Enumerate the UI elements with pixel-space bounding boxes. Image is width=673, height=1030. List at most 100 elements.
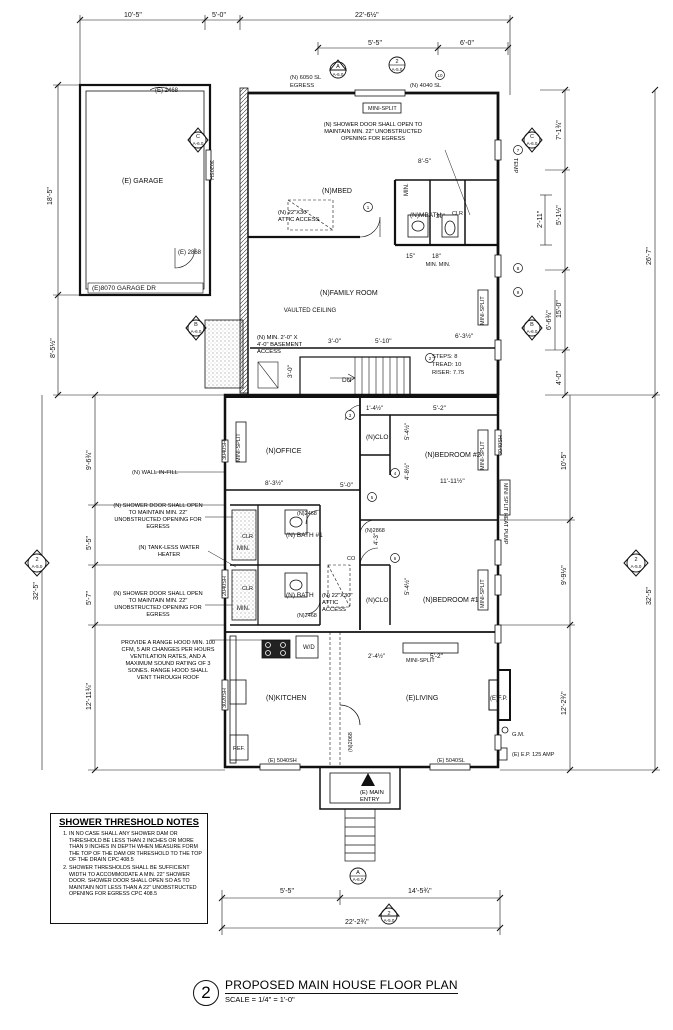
dim-bottom-total: 22'-2¾" [345,919,369,926]
dim-bath-2: 15" [406,254,415,260]
dim-right-3: 2'-11" [537,210,544,228]
mini-split-office: MINI-SPLIT [236,433,242,462]
clr-label-top: CLR [452,211,463,217]
svg-text:10: 10 [437,73,443,78]
window-kitchen-bottom: (E) 5040SH [268,758,297,764]
wall-infill-label: (N) WALL IN-FILL [132,470,179,476]
room-family: (N)FAMILY ROOM [320,290,378,297]
dim-mid-10: 2'-4½" [368,653,385,660]
main-entry-label: (E) MAIN ENTRY [360,790,384,803]
dim-mid-1: 1'-4½" [366,405,383,412]
svg-text:A-6.0: A-6.0 [527,329,538,334]
shower-note-2: (N) SHOWER DOOR SHALL OPEN TO MAINTAIN M… [113,591,203,618]
svg-text:6: 6 [394,556,397,561]
svg-text:2: 2 [387,911,390,917]
room-labels: (E) GARAGE (E)8070 GARAGE DR (E) 2468 (E… [92,88,508,752]
room-bath-2: (N) BATH [286,592,314,599]
electrical-panel-icon [498,747,508,761]
dim-mid-6: 11'-11½" [440,477,465,485]
dim-bath-4: 30" [436,214,445,220]
house-walls [223,87,500,769]
mini-split-bed2: MINI-SPLIT [480,441,486,470]
dim-mid-8: 4'-3" [374,533,380,545]
dim-right-9: 12'-2¾" [561,691,568,715]
mini-split-living: MINI-SPLIT [406,658,435,664]
callout-numbers: 1 2 3 4 5 6 7 8 9 10 [349,73,520,561]
svg-text:A-5.0: A-5.0 [631,564,642,569]
room-bedroom-1: (N)BEDROOM #1 [423,597,479,604]
door-2068: (N)2068 [348,732,354,752]
multiline-labels: VAULTED CEILING [284,308,337,314]
dim-mid-4: 8'-3½" [265,479,284,487]
dim-stair-4: 3'-0" [287,364,294,378]
dim-right-6: 4'-0" [556,371,563,385]
svg-text:A-6.0: A-6.0 [191,329,202,334]
svg-text:8: 8 [517,266,520,271]
svg-text:A-5.0: A-5.0 [32,564,43,569]
gas-meter-label: G.M. [512,732,525,738]
svg-text:A-6.0: A-6.0 [193,141,204,146]
svg-text:A-5.0: A-5.0 [392,67,403,72]
note-item-1: IN NO CASE SHALL ANY SHOWER DAM OR THRES… [69,831,202,864]
svg-text:B: B [530,322,534,328]
dim-stair-3: 6'-3½" [455,332,474,340]
svg-text:A: A [336,64,340,70]
section-text: AA-6.0 2A-5.0 CA-6.0 CA-6.0 BA-6.0 BA-6.… [32,59,642,923]
dim-stair-2: 5'-10" [375,338,392,345]
svg-text:A-5.0: A-5.0 [384,918,395,923]
svg-text:A-6.0: A-6.0 [353,877,364,882]
window-top-1: (N) 6050 SL [290,75,322,81]
dim-mid-7: 4'-8½" [404,463,411,480]
attic-access-low: (N) 22"X30" ATTIC ACCESS [322,593,353,613]
shower-note-1: (N) SHOWER DOOR SHALL OPEN TO MAINTAIN M… [113,503,203,530]
min-label-1: MIN. [237,546,250,552]
attic-access-top: (N) 22"X30" ATTIC ACCESS [278,210,320,223]
dimension-lines [41,15,660,935]
garage-door-bot: (E) 2868 [178,250,202,256]
garage [78,83,212,297]
dim-top-r2: 6'-0" [460,40,474,47]
electrical-panel-label: (E) E.P. 125 AMP [512,752,555,758]
dim-left-3: 5'-7" [86,591,93,605]
min-min-label: MIN. MIN. [426,262,451,268]
tread-label: TREAD: 10 [432,362,461,368]
svg-text:C: C [196,134,200,140]
svg-text:2: 2 [35,557,38,563]
dim-mid-9: 5'-4½" [404,578,411,595]
svg-text:7: 7 [517,148,520,153]
mini-split-top: MINI-SPLIT [368,106,397,112]
dim-garage-height: 18'-5" [47,187,54,205]
dim-top-r1: 5'-5" [368,40,382,47]
window-bed2: 3040SH [498,435,504,455]
dim-mid-11: 5'-2" [430,653,444,660]
dim-stair-1: 3'-0" [328,338,342,345]
garage-window: 3020SH [208,160,214,180]
fireplace-label: (E)F.P. [490,696,508,702]
dim-top-gap: 5'-0" [212,12,226,19]
mini-split-family: MINI-SPLIT [480,296,486,325]
svg-text:3: 3 [349,413,352,418]
note-item-2: SHOWER THRESHOLDS SHALL BE SUFFICIENT WI… [69,865,202,898]
svg-text:2: 2 [395,59,398,65]
dim-mid-3: 5'-4½" [404,423,411,440]
dim-bottom-1: 5'-5" [280,888,294,895]
garage-door-top: (E) 2468 [155,88,179,94]
room-garage: (E) GARAGE [122,178,164,185]
dim-top-left: 10'-5" [124,12,142,19]
washer-dryer-label: W/D [303,645,315,651]
dim-left-total: 32'-5" [33,582,40,600]
windows [221,89,511,771]
room-master-bath: (N)MBATH [410,212,442,219]
fixtures [229,214,459,764]
dim-top-total: 22'-6½" [355,11,379,19]
window-bath: 2040SH [222,576,228,596]
dimension-ticks [54,16,659,932]
dim-bath-1: 8'-5" [418,158,432,165]
annotation-text: (N) 6050 SL EGRESS (N) 4040 SL MINI-SPLI… [132,75,555,764]
steps-label: STEPS: 8 [432,354,457,360]
room-master-bed: (N)MBED [322,188,352,195]
callout-circles [345,70,523,563]
svg-text:A-6.0: A-6.0 [527,141,538,146]
dim-right-total-upper: 26'-7" [646,247,653,265]
